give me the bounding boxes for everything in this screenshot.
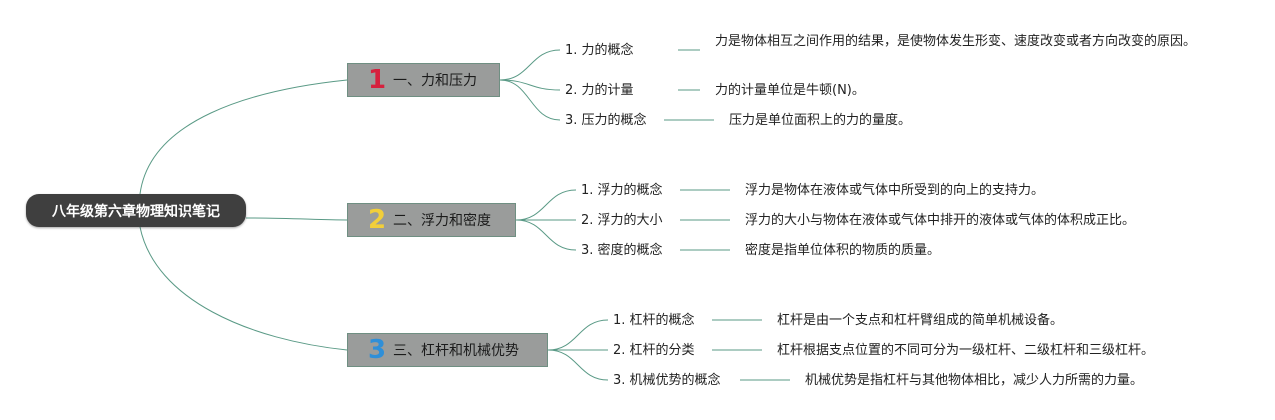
branch-3-to-subtopic-3-link: [547, 349, 609, 381]
subtopic-1-3-description: 压力是单位面积上的力的量度。: [729, 113, 912, 128]
branch-title-3: 三、杠杆和机械优势: [393, 343, 519, 359]
subtopic-2-3[interactable]: 3. 密度的概念: [581, 243, 663, 258]
subtopic-3-1[interactable]: 1. 杠杆的概念: [613, 313, 695, 328]
branch-1-to-subtopic-2-link: [499, 79, 561, 91]
root-to-branch-2-link: [245, 217, 348, 221]
subtopic-3-2-description: 杠杆根据支点位置的不同可分为一级杠杆、二级杠杆和三级杠杆。: [777, 343, 1155, 358]
branch-topic-3[interactable]: 3 三、杠杆和机械优势: [347, 333, 548, 367]
branch-number-1: 1: [367, 65, 387, 95]
subtopic-1-3[interactable]: 3. 压力的概念: [565, 113, 647, 128]
root-to-branch-3-link: [139, 226, 348, 351]
subtopic-1-1-description: 力是物体相互之间作用的结果，是使物体发生形变、速度改变或者方向改变的原因。: [715, 34, 1197, 49]
subtopic-1-1[interactable]: 1. 力的概念: [565, 43, 634, 58]
subtopic-3-3[interactable]: 3. 机械优势的概念: [613, 373, 721, 388]
branch-2-to-subtopic-3-link: [515, 219, 577, 251]
subtopic-2-2[interactable]: 2. 浮力的大小: [581, 213, 663, 228]
branch-topic-1[interactable]: 1 一、力和压力: [347, 63, 500, 97]
branch-1-to-subtopic-1-link: [499, 49, 561, 81]
subtopic-2-1[interactable]: 1. 浮力的概念: [581, 183, 663, 198]
branch-number-3: 3: [367, 335, 387, 365]
branch-topic-2[interactable]: 2 二、浮力和密度: [347, 203, 516, 237]
subtopic-1-2[interactable]: 2. 力的计量: [565, 83, 634, 98]
branch-title-1: 一、力和压力: [393, 73, 477, 89]
subtopic-2-3-description: 密度是指单位体积的物质的质量。: [745, 243, 941, 258]
subtopic-2-1-description: 浮力是物体在液体或气体中所受到的向上的支持力。: [745, 183, 1045, 198]
subtopic-3-2[interactable]: 2. 杠杆的分类: [613, 343, 695, 358]
root-topic[interactable]: 八年级第六章物理知识笔记: [26, 194, 246, 227]
subtopic-1-2-description: 力的计量单位是牛顿(N)。: [715, 83, 865, 98]
branch-title-2: 二、浮力和密度: [393, 213, 491, 229]
subtopic-2-2-description: 浮力的大小与物体在液体或气体中排开的液体或气体的体积成正比。: [745, 213, 1136, 228]
branch-2-to-subtopic-1-link: [515, 189, 577, 221]
branch-number-2: 2: [367, 205, 387, 235]
root-to-branch-1-link: [139, 79, 348, 195]
branch-3-to-subtopic-1-link: [547, 319, 609, 351]
subtopic-3-3-description: 机械优势是指杠杆与其他物体相比，减少人力所需的力量。: [805, 373, 1144, 388]
subtopic-3-1-description: 杠杆是由一个支点和杠杆臂组成的简单机械设备。: [777, 313, 1064, 328]
branch-1-to-subtopic-3-link: [499, 79, 561, 121]
